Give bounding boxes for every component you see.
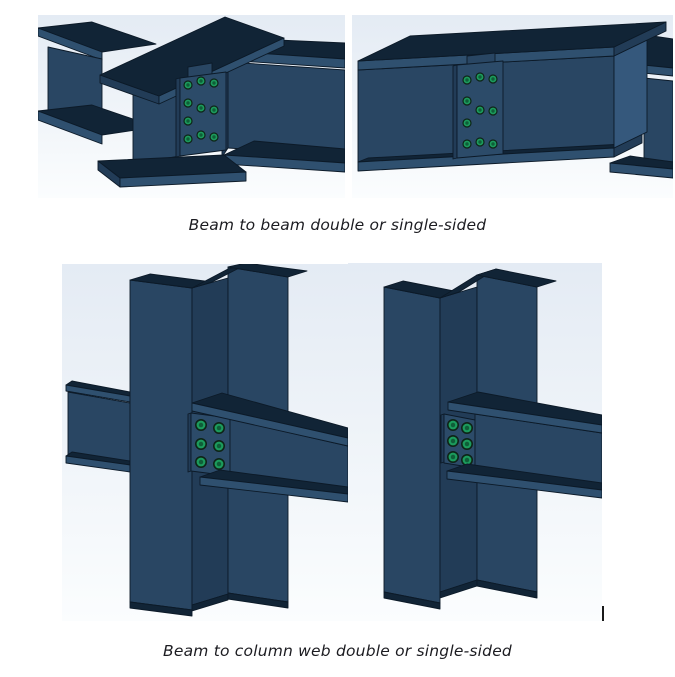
- right-beam: [191, 392, 348, 503]
- text-cursor: [602, 606, 604, 621]
- beam-to-beam-single-sided-image: [352, 15, 673, 198]
- beam-to-column-web-single-sided-image: [348, 263, 602, 621]
- beam-to-column-web-double-sided-image: [62, 264, 348, 621]
- figure-caption: Beam to beam double or single-sided: [188, 216, 487, 234]
- left-beam: [65, 380, 131, 473]
- main-beam: [357, 21, 667, 172]
- beam-to-column-web-double-sided-drawing: [65, 264, 348, 617]
- figure-caption: Beam to column web double or single-side…: [163, 642, 512, 660]
- left-beam: [38, 21, 157, 145]
- main-beam: [97, 16, 285, 188]
- beam-to-beam-double-sided-image: [38, 15, 345, 198]
- beam-to-beam-single-sided-drawing: [357, 21, 673, 179]
- beam-to-beam-double-sided-drawing: [38, 16, 345, 188]
- beam-to-column-web-single-sided-drawing: [383, 268, 602, 610]
- right-beam: [446, 391, 602, 499]
